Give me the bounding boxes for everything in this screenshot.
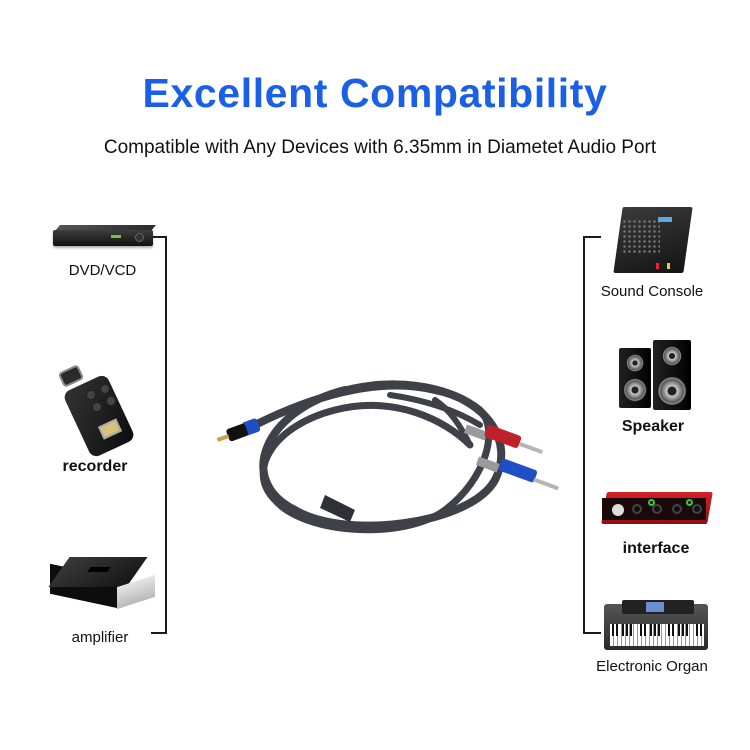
device-label: Speaker	[621, 418, 685, 435]
audio-cable-icon	[215, 370, 570, 550]
audio-recorder-icon	[50, 360, 140, 459]
dvd-player-icon	[49, 222, 157, 252]
device-electronic-organ: Electronic Organ	[582, 600, 722, 675]
left-connector-bracket	[151, 236, 167, 634]
keyboard-icon	[596, 600, 708, 652]
audio-interface-icon	[600, 484, 713, 532]
device-label: recorder	[62, 458, 128, 475]
mixing-console-icon	[612, 205, 693, 275]
page-title: Excellent Compatibility	[142, 70, 608, 116]
device-speaker: Speaker	[598, 338, 708, 436]
device-label: interface	[622, 540, 690, 557]
device-label: Electronic Organ	[596, 658, 708, 675]
amplifier-icon	[45, 553, 155, 611]
device-dvd-vcd: DVD/VCD	[40, 222, 165, 279]
device-interface: interface	[596, 484, 716, 558]
device-recorder: recorder	[40, 360, 150, 476]
device-label: DVD/VCD	[68, 262, 137, 279]
right-connector-bracket	[583, 236, 601, 634]
device-sound-console: Sound Console	[588, 205, 716, 300]
device-label: Sound Console	[600, 283, 704, 300]
page-subtitle: Compatible with Any Devices with 6.35mm …	[103, 137, 657, 158]
device-label: amplifier	[71, 629, 129, 646]
device-amplifier: amplifier	[40, 553, 160, 646]
speaker-icon	[613, 338, 693, 410]
